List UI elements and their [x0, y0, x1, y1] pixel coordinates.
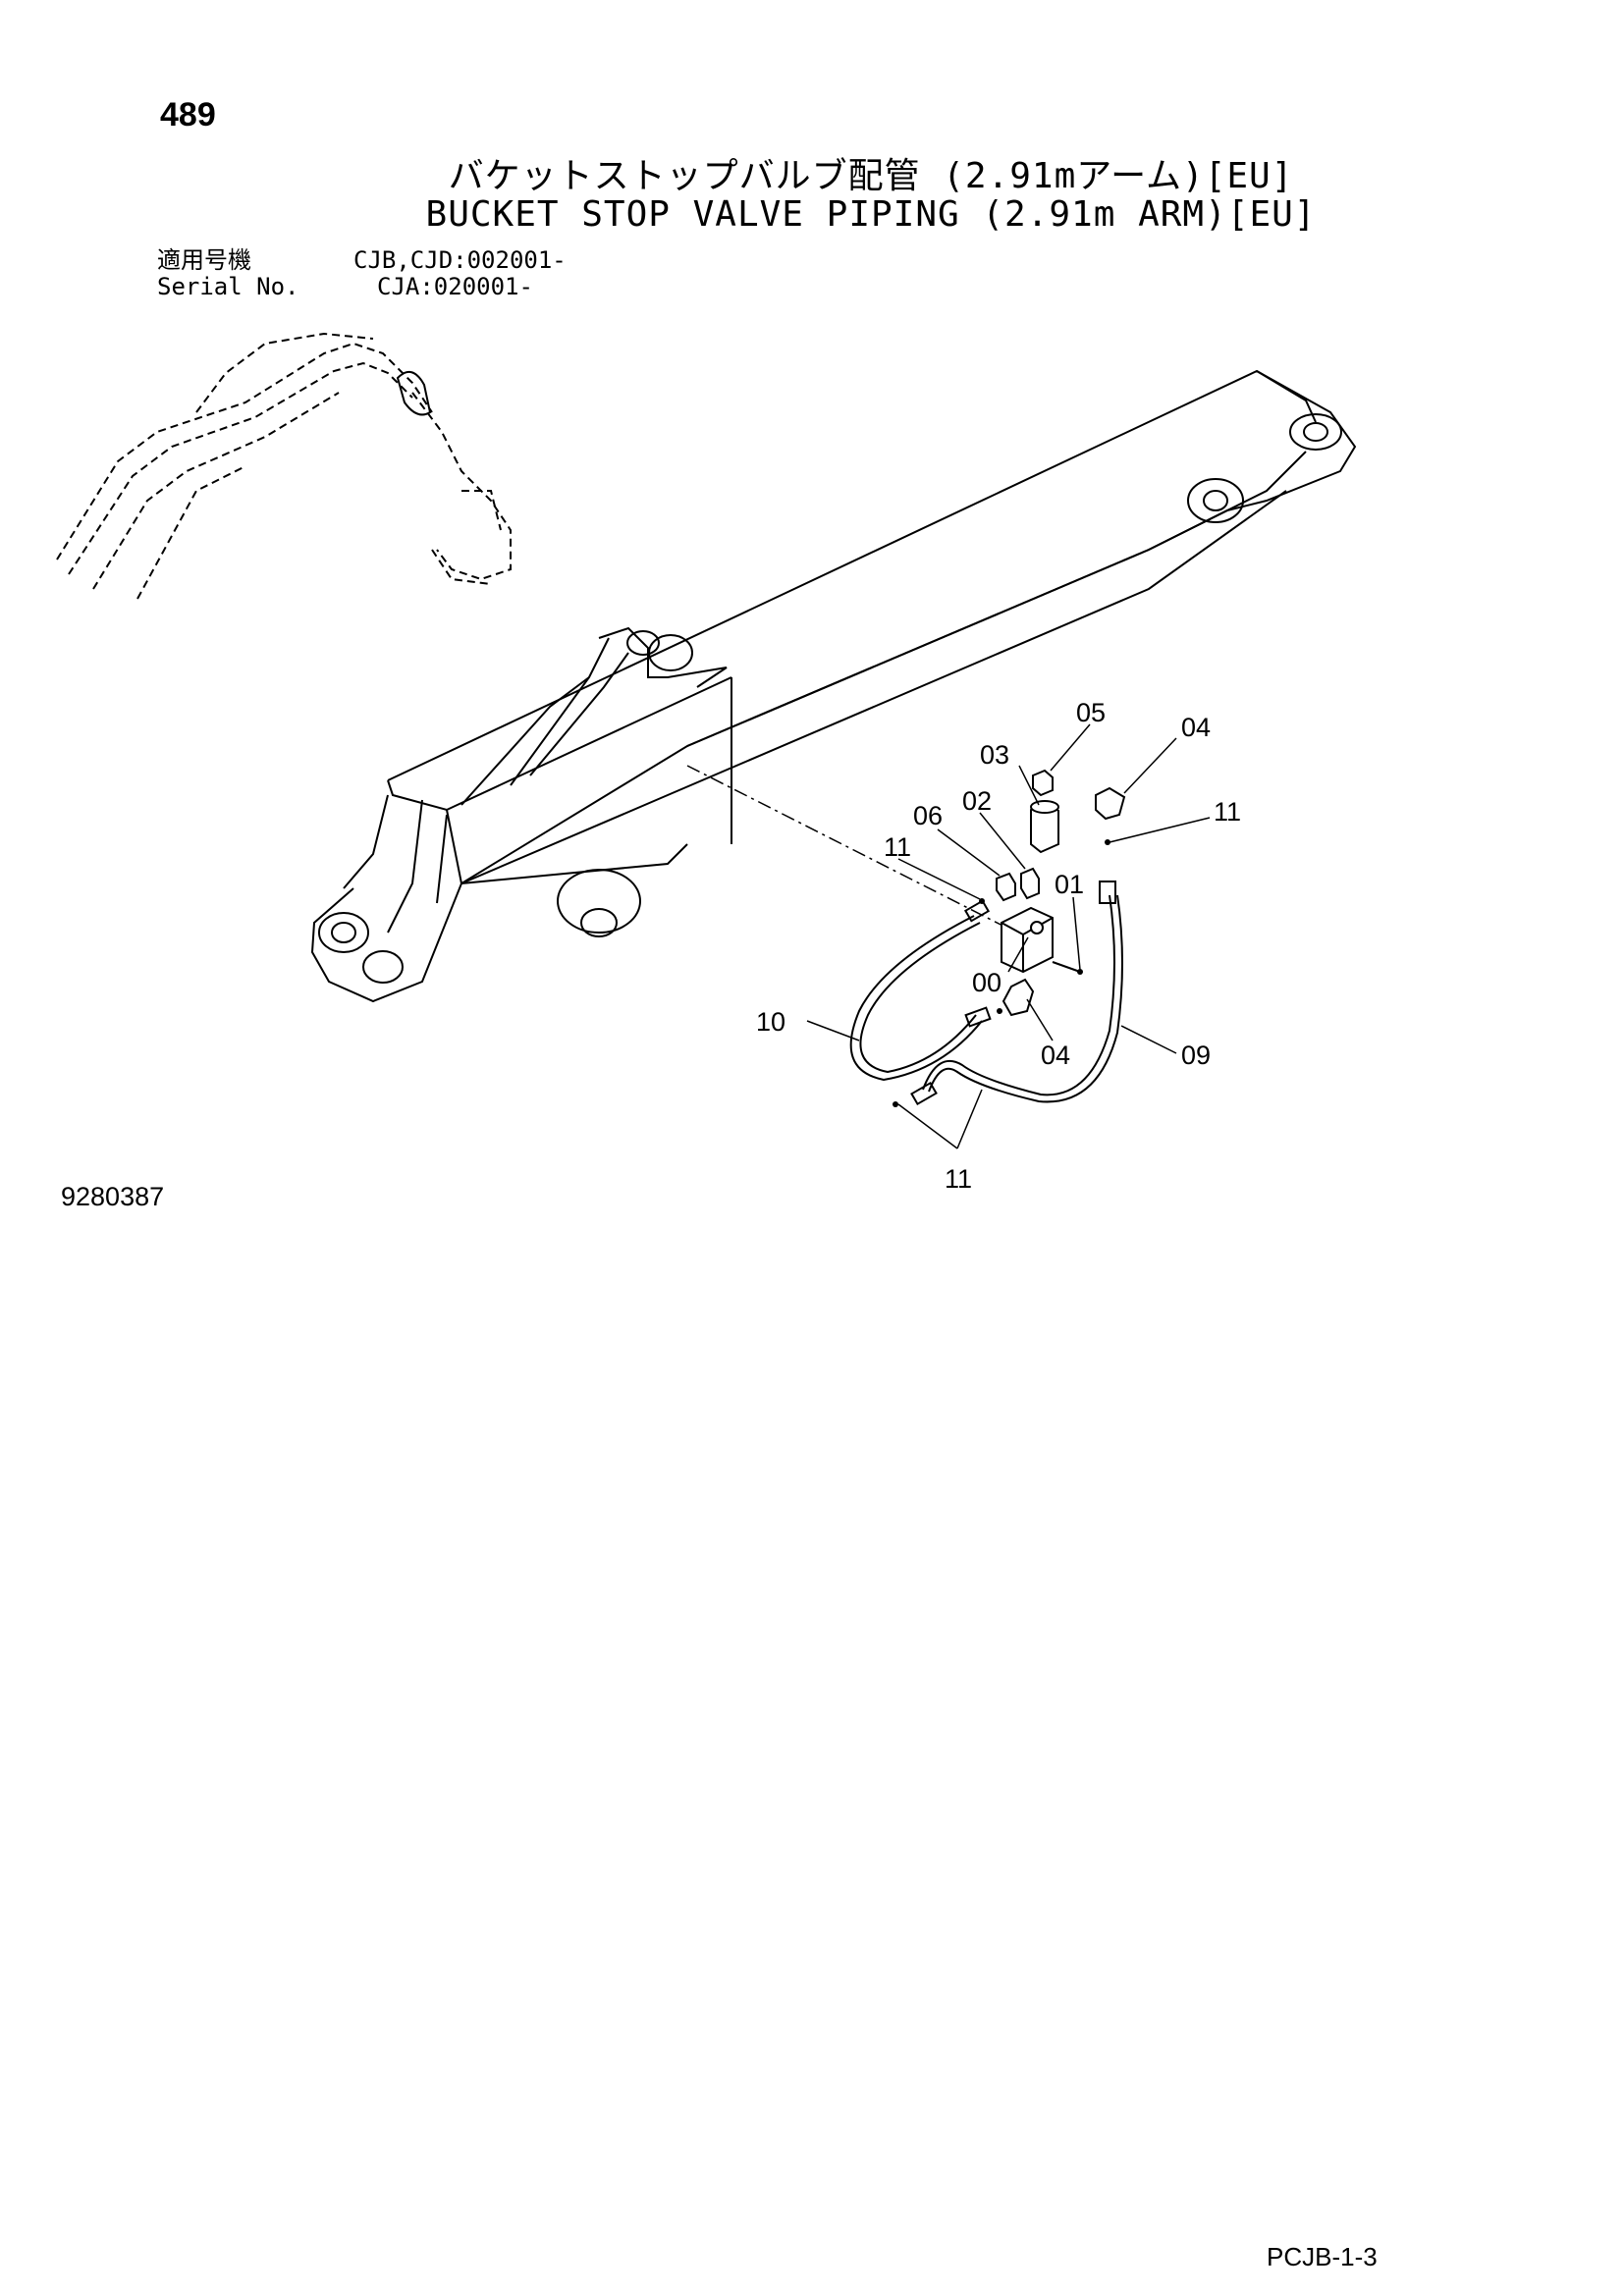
center-line [686, 765, 1027, 938]
callout-11-left: 11 [884, 832, 911, 862]
excavator-thumbnail [56, 332, 512, 600]
callout-10: 10 [756, 1007, 785, 1037]
serial-no-label: Serial No. [157, 273, 299, 300]
applicability-value-2: CJA:020001- [377, 273, 533, 300]
applicability-label-jp: 適用号機 [157, 246, 251, 274]
callout-06: 06 [913, 801, 943, 830]
leader-lines [806, 723, 1211, 1149]
callout-11-bottom: 11 [945, 1164, 972, 1194]
callout-11-right: 11 [1214, 797, 1241, 827]
hoses [849, 881, 1123, 1106]
callouts: 05 04 03 02 06 11 11 01 00 04 09 10 11 [756, 698, 1241, 1194]
page-number: 489 [160, 96, 216, 133]
callout-04-top: 04 [1181, 713, 1211, 742]
callout-00: 00 [972, 968, 1001, 997]
arm-outline [310, 369, 1357, 1003]
applicability-value-1: CJB,CJD:002001- [353, 246, 567, 274]
title-japanese: バケットストップバルブ配管 (2.91mアーム)[EU] [448, 156, 1294, 196]
callout-09: 09 [1181, 1041, 1211, 1070]
callout-02: 02 [962, 786, 992, 816]
page-code: PCJB-1-3 [1267, 2242, 1378, 2271]
arm-bosses [318, 413, 1342, 984]
title-english: BUCKET STOP VALVE PIPING (2.91m ARM)[EU] [425, 194, 1317, 235]
applicability-block: 適用号機 CJB,CJD:002001- Serial No. CJA:0200… [157, 247, 567, 300]
pin-01 [1052, 961, 1081, 973]
callout-03: 03 [980, 740, 1009, 770]
callout-04-bottom: 04 [1041, 1041, 1070, 1070]
o-rings [893, 839, 1110, 1107]
excavator-thumbnail-solid [396, 370, 432, 416]
callout-05: 05 [1076, 698, 1106, 727]
drawing-number: 9280387 [61, 1182, 165, 1211]
callout-01: 01 [1055, 870, 1084, 899]
